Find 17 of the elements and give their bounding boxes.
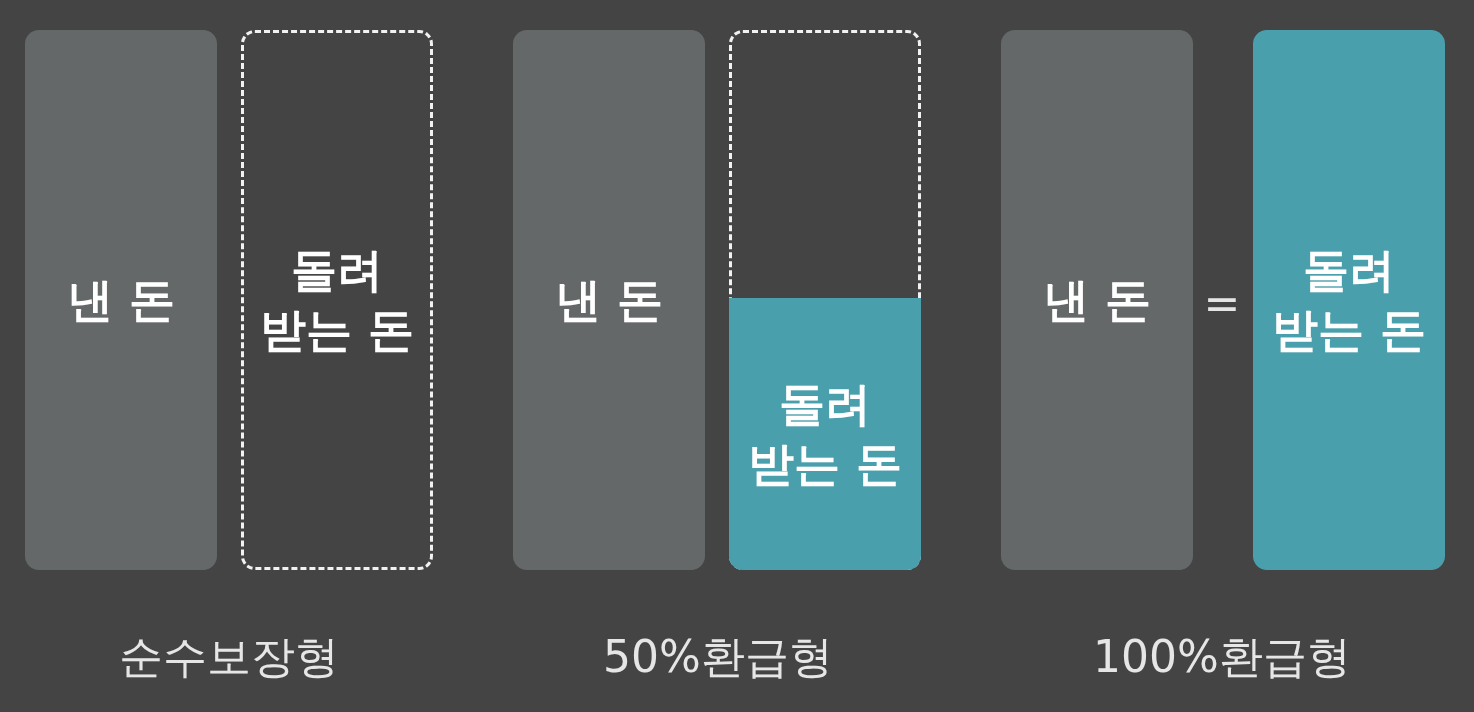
category-label: 50%환급형 — [603, 630, 833, 684]
paid-money-bar — [25, 30, 217, 570]
dashed-box — [729, 30, 921, 570]
bar-label: 돌려 받는 돈 — [1271, 242, 1427, 359]
paid-money-bar — [1001, 30, 1193, 570]
bar-label: 낸 돈 — [66, 272, 176, 329]
dashed-box — [241, 30, 433, 570]
bar-label: 돌려 받는 돈 — [747, 376, 903, 493]
equals-sign: = — [1203, 278, 1241, 329]
refund-bar — [729, 298, 921, 570]
bar-label: 돌려 받는 돈 — [259, 242, 415, 359]
category-label: 100%환급형 — [1093, 630, 1351, 684]
bar-label: 낸 돈 — [1042, 272, 1152, 329]
category-label: 순수보장형 — [119, 630, 339, 684]
paid-money-bar — [513, 30, 705, 570]
refund-bar — [1253, 30, 1445, 570]
bar-label: 낸 돈 — [554, 272, 664, 329]
